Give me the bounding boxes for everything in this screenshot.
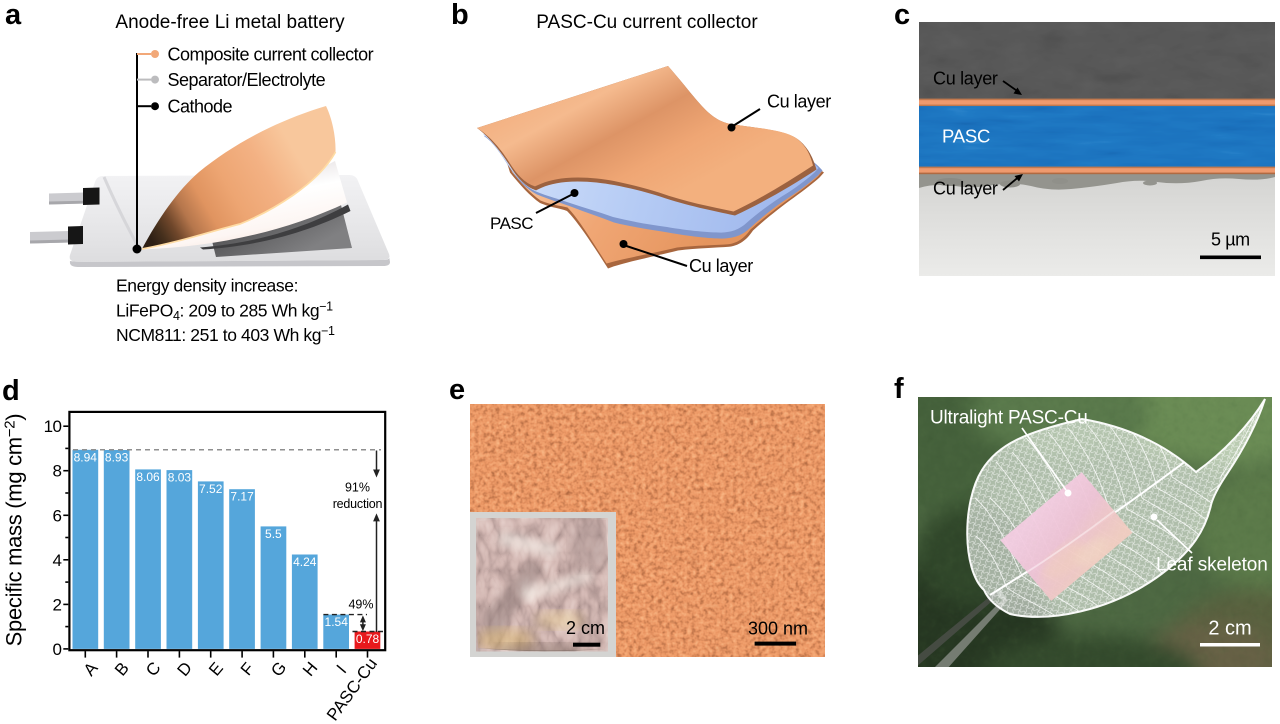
svg-text:PASC: PASC bbox=[942, 126, 990, 147]
svg-text:7.52: 7.52 bbox=[199, 482, 223, 496]
svg-text:Cu layer: Cu layer bbox=[767, 92, 831, 112]
svg-text:G: G bbox=[267, 658, 290, 680]
svg-text:Cathode: Cathode bbox=[168, 97, 233, 117]
svg-text:Composite current collector: Composite current collector bbox=[168, 44, 374, 64]
svg-text:5.5: 5.5 bbox=[265, 527, 282, 541]
svg-text:2 cm: 2 cm bbox=[566, 618, 605, 638]
svg-text:Energy density increase:: Energy density increase: bbox=[116, 275, 298, 295]
svg-text:F: F bbox=[237, 659, 258, 679]
svg-text:0.78: 0.78 bbox=[356, 632, 380, 646]
svg-text:a: a bbox=[5, 0, 22, 31]
svg-text:D: D bbox=[174, 658, 196, 680]
svg-text:I: I bbox=[333, 661, 351, 677]
svg-text:300 nm: 300 nm bbox=[748, 619, 808, 639]
svg-text:B: B bbox=[111, 659, 133, 680]
svg-text:4: 4 bbox=[53, 551, 62, 570]
svg-text:Cu layer: Cu layer bbox=[933, 179, 998, 199]
svg-text:8.94: 8.94 bbox=[74, 450, 98, 464]
svg-text:b: b bbox=[451, 0, 469, 31]
svg-text:49%: 49% bbox=[348, 598, 373, 612]
svg-text:Anode-free Li metal battery: Anode-free Li metal battery bbox=[115, 12, 345, 33]
svg-text:reduction: reduction bbox=[333, 497, 383, 511]
svg-text:Cu layer: Cu layer bbox=[933, 69, 998, 89]
svg-text:8.03: 8.03 bbox=[168, 471, 192, 485]
svg-text:5 µm: 5 µm bbox=[1211, 230, 1250, 250]
svg-text:PASC: PASC bbox=[490, 214, 533, 233]
svg-text:8.93: 8.93 bbox=[105, 451, 129, 465]
svg-text:91%: 91% bbox=[345, 481, 370, 495]
svg-text:H: H bbox=[299, 658, 321, 680]
svg-text:f: f bbox=[894, 373, 904, 405]
svg-text:NCM811: 251 to 403 Wh kg−1: NCM811: 251 to 403 Wh kg−1 bbox=[116, 324, 335, 345]
svg-text:d: d bbox=[2, 375, 20, 407]
svg-text:LiFePO4: 209 to 285 Wh kg−1: LiFePO4: 209 to 285 Wh kg−1 bbox=[116, 300, 333, 324]
svg-text:PASC-Cu current collector: PASC-Cu current collector bbox=[536, 12, 758, 33]
svg-text:7.17: 7.17 bbox=[230, 490, 254, 504]
svg-text:1.54: 1.54 bbox=[325, 615, 349, 629]
svg-text:Leaf skeleton: Leaf skeleton bbox=[1156, 555, 1268, 576]
svg-text:e: e bbox=[449, 374, 465, 406]
svg-text:8.06: 8.06 bbox=[136, 470, 160, 484]
svg-text:10: 10 bbox=[44, 417, 62, 436]
svg-text:0: 0 bbox=[53, 640, 62, 659]
svg-text:Separator/Electrolyte: Separator/Electrolyte bbox=[168, 70, 326, 90]
svg-text:Specific mass (mg cm−2): Specific mass (mg cm−2) bbox=[2, 414, 27, 647]
svg-text:2: 2 bbox=[53, 595, 62, 614]
svg-text:C: C bbox=[142, 658, 164, 680]
svg-text:E: E bbox=[205, 659, 227, 680]
svg-text:4.24: 4.24 bbox=[293, 555, 317, 569]
svg-text:2 cm: 2 cm bbox=[1208, 618, 1251, 640]
svg-text:Ultralight PASC-Cu: Ultralight PASC-Cu bbox=[930, 408, 1088, 429]
svg-text:6: 6 bbox=[53, 506, 62, 525]
svg-text:c: c bbox=[894, 0, 910, 31]
svg-text:8: 8 bbox=[53, 462, 62, 481]
svg-text:A: A bbox=[80, 658, 102, 679]
svg-text:Cu layer: Cu layer bbox=[689, 256, 753, 276]
